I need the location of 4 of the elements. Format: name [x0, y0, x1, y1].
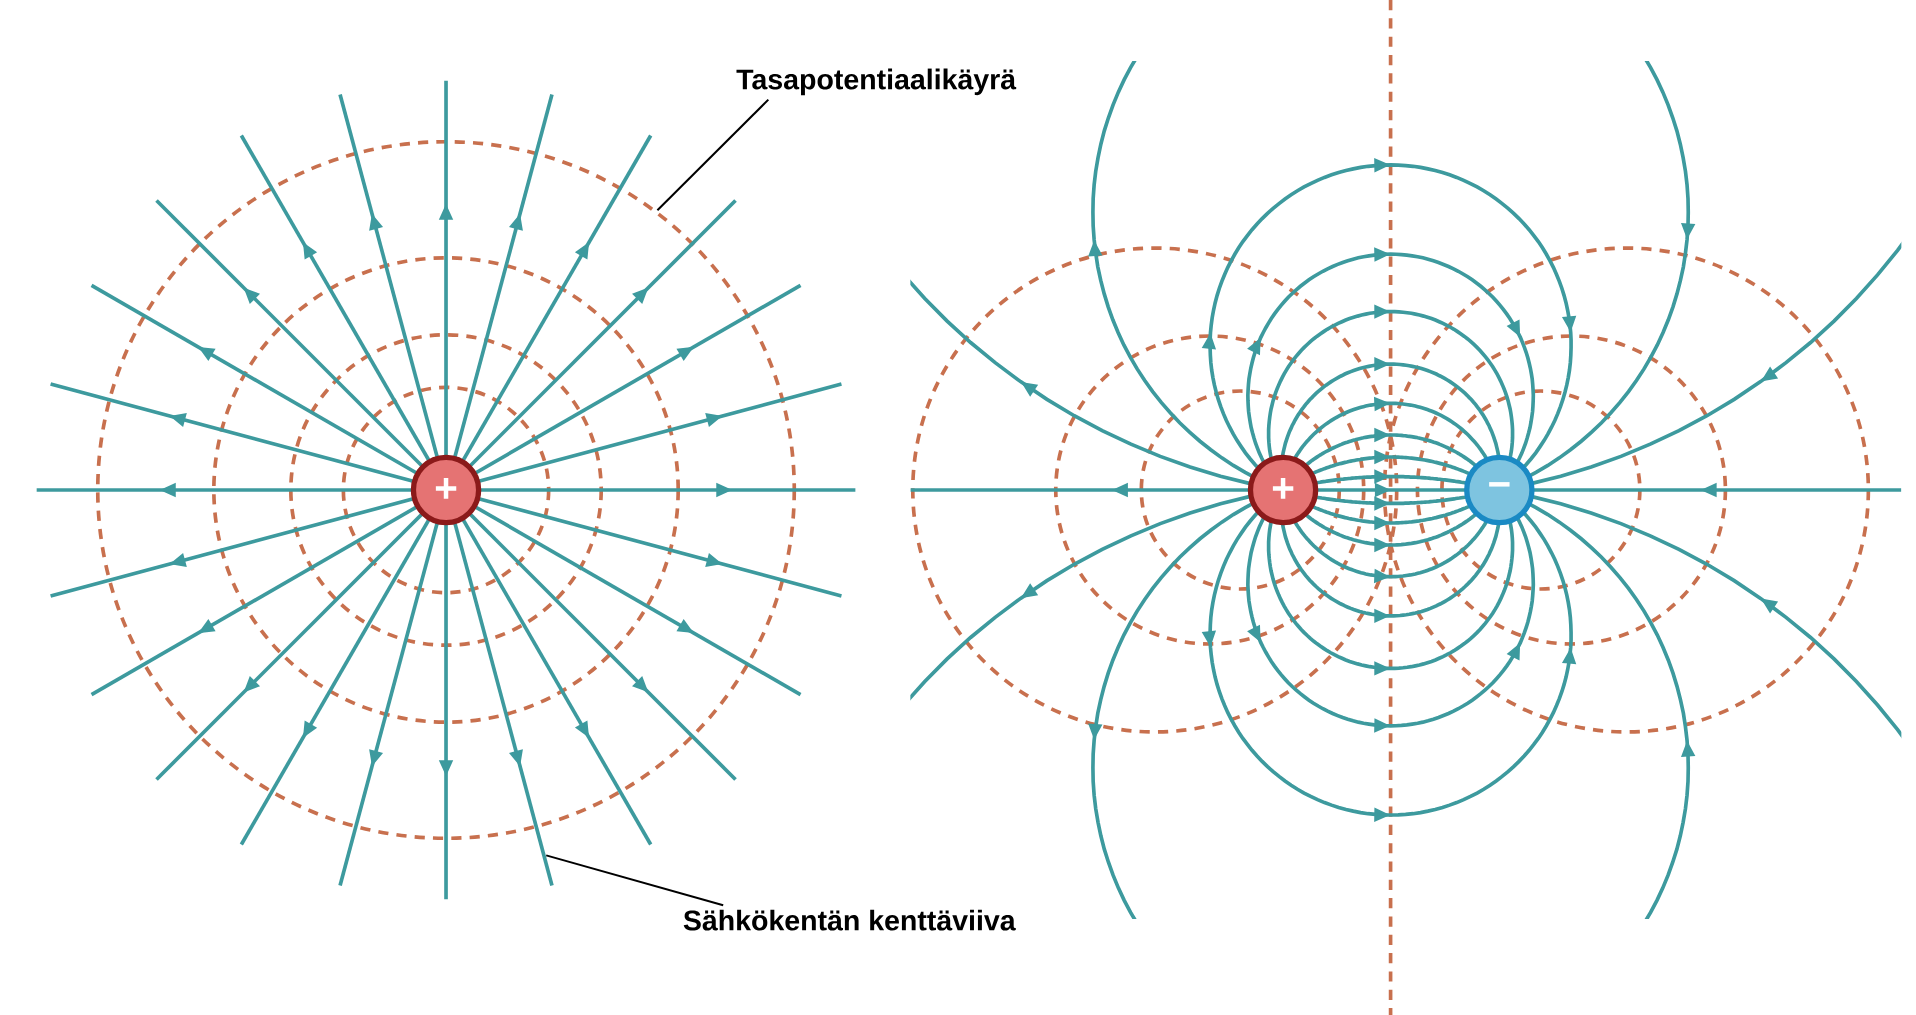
leader-line: [545, 854, 724, 906]
callout-label: Tasapotentiaalikäyrä: [736, 68, 1017, 95]
leader-line: [656, 98, 770, 211]
callout-label: Sähkökentän kenttäviiva: [683, 909, 1016, 931]
